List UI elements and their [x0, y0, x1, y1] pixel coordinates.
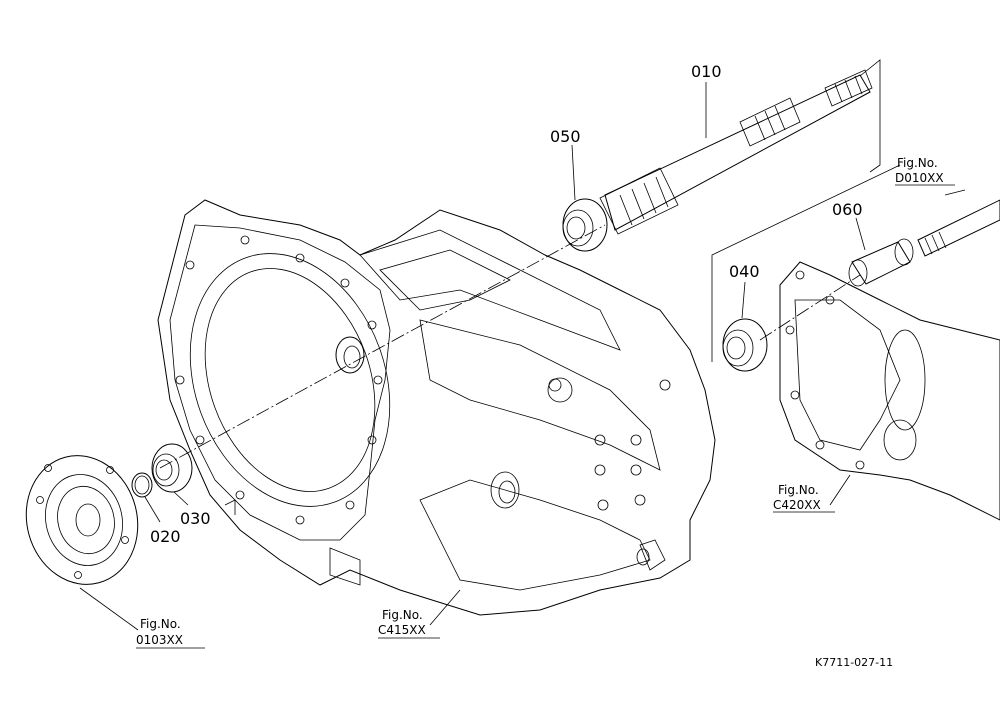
bearing-040	[722, 318, 768, 372]
label-060: 060	[832, 200, 863, 219]
bearing-030	[151, 443, 193, 493]
fig-code-0103: 0103XX	[136, 633, 183, 647]
label-030: 030	[180, 509, 211, 528]
label-040: 040	[729, 262, 760, 281]
label-050: 050	[550, 127, 581, 146]
fig-label-d010: Fig.No.	[897, 156, 938, 170]
main-shaft	[599, 69, 873, 235]
fig-code-c415: C415XX	[378, 623, 426, 637]
shaft-d010	[917, 199, 1000, 257]
fig-label-c420: Fig.No.	[778, 483, 819, 497]
label-010: 010	[691, 62, 722, 81]
axis-line	[159, 224, 606, 469]
left-cover-plate	[25, 455, 139, 585]
bearing-050	[562, 198, 608, 252]
axis-line	[759, 274, 861, 341]
fig-code-d010: D010XX	[895, 171, 944, 185]
fig-label-c415: Fig.No.	[382, 608, 423, 622]
label-020: 020	[150, 527, 181, 546]
side-cover	[779, 261, 1000, 521]
fig-code-c420: C420XX	[773, 498, 821, 512]
transmission-case	[157, 199, 716, 616]
drawing-code: K7711-027-11	[815, 656, 893, 669]
fig-label-0103: Fig.No.	[140, 617, 181, 631]
sleeve-060	[848, 238, 914, 287]
